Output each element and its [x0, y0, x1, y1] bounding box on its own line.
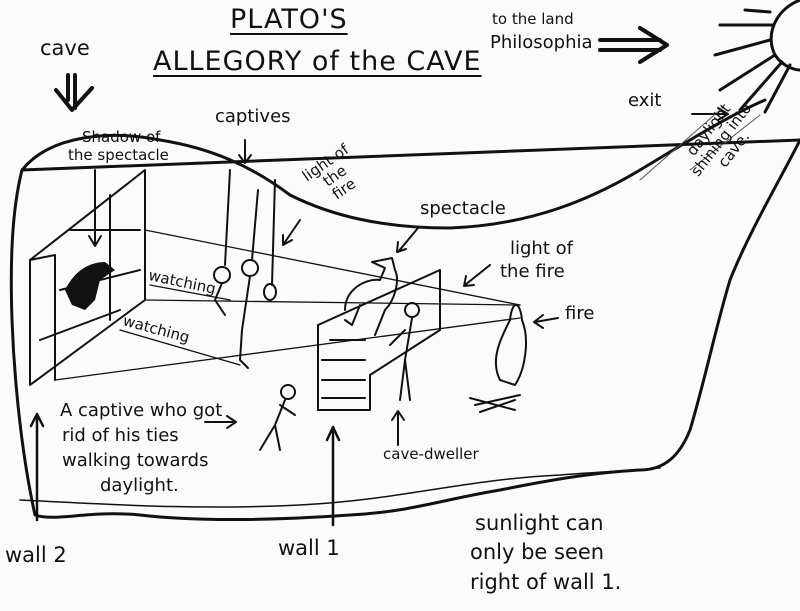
cave-floor-line: [19, 467, 661, 508]
walking-captive-figure: [259, 384, 296, 451]
label-captives: captives: [215, 106, 291, 127]
label-fire: fire: [565, 303, 595, 324]
label-exit: exit: [628, 90, 662, 111]
light-fire-b-arrow-icon: [463, 264, 491, 287]
label-sunlight-1: sunlight can: [475, 511, 604, 535]
wall-1: [317, 269, 441, 411]
label-shadow-1: Shadow of: [82, 128, 161, 146]
title-line-2: ALLEGORY of the CAVE: [153, 46, 482, 77]
label-light-fire-b-1: light of: [510, 238, 573, 259]
shadow-shape: [65, 262, 115, 310]
label-captive-3: walking towards: [62, 450, 209, 471]
wall2-arrow-icon: [29, 412, 45, 522]
spectacle-arrow-icon: [396, 227, 419, 253]
cave-arrow-icon: [54, 73, 94, 112]
fire-figure: [469, 304, 527, 413]
label-shadow-2: the spectacle: [68, 146, 169, 164]
fire-arrow-icon: [533, 314, 559, 329]
label-wall-2: wall 2: [5, 543, 67, 567]
exit-arrow-icon: [691, 107, 729, 121]
dweller-arrow-icon: [391, 410, 405, 446]
label-cave: cave: [40, 36, 90, 60]
label-sunlight-3: right of wall 1.: [470, 570, 622, 594]
daylight-beam: [639, 109, 761, 181]
spectacle-figure: [344, 257, 398, 336]
sun-icon: [713, 0, 800, 114]
light-fire-arrow-icon: [282, 219, 301, 246]
shadow-arrow-icon: [88, 169, 102, 247]
label-cave-dweller: cave-dweller: [383, 445, 479, 463]
captive-arrow-icon: [204, 415, 237, 429]
label-wall-1: wall 1: [278, 536, 340, 560]
wall1-arrow-icon: [325, 425, 341, 527]
captives-figures: [213, 169, 277, 369]
label-captive-4: daylight.: [100, 475, 179, 496]
captives-arrow-icon: [238, 139, 252, 164]
label-captive-2: rid of his ties: [62, 425, 179, 446]
cave-dweller-figure: [389, 302, 420, 401]
label-light-fire-b-2: the fire: [500, 261, 565, 282]
label-land-1: to the land: [492, 10, 574, 28]
label-sunlight-2: only be seen: [470, 540, 605, 564]
label-spectacle: spectacle: [420, 198, 506, 219]
label-land-2: Philosophia: [490, 32, 593, 53]
label-captive-1: A captive who got: [60, 400, 223, 421]
title-line-1: PLATO'S: [230, 4, 348, 35]
double-arrow-icon: [598, 26, 669, 64]
cave-outline: [9, 98, 800, 522]
